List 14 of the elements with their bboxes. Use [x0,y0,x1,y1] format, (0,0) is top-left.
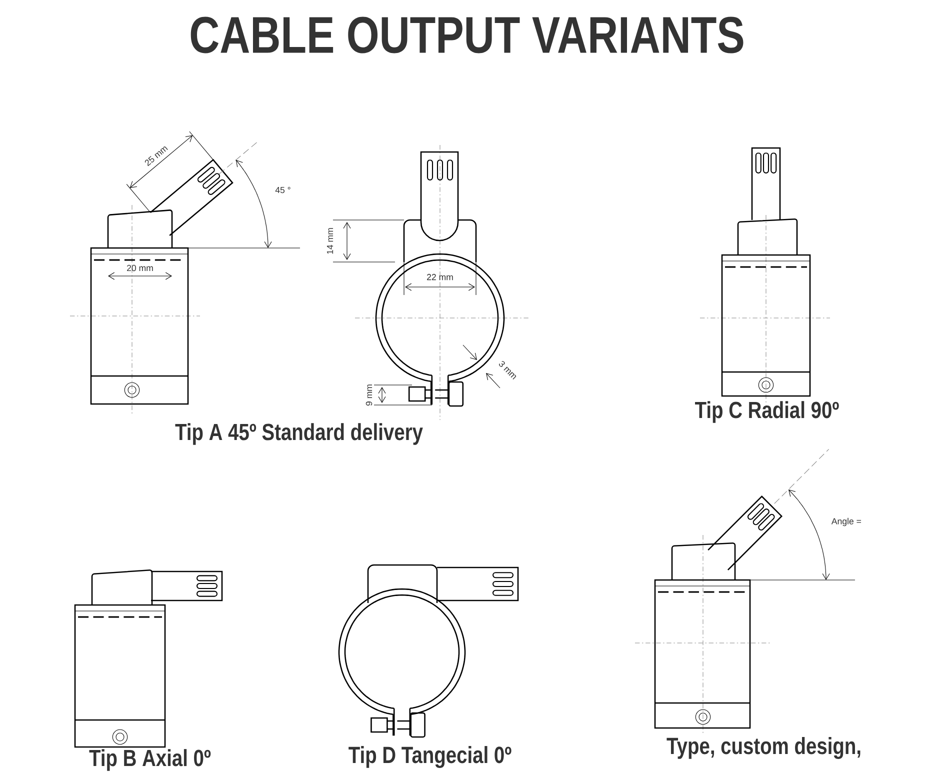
caption: Tip B Axial 0º [89,749,211,771]
dimension-label: 14 mm [326,228,334,254]
dimension-label: 20 mm [127,264,153,272]
dimension-label: Angle = [831,518,862,526]
caption: Tip D Tangecial 0º [348,746,512,768]
dimension-label: 3 mm [499,361,516,380]
dimension-label: 25 mm [144,146,168,166]
dimension-label: 9 mm [366,384,372,406]
title: CABLE OUTPUT VARIANTS [190,16,744,54]
dimension-label: 22 mm [427,274,453,280]
dimension-label: 45 ° [275,186,290,194]
caption: Type, custom design, [666,737,860,759]
caption: Tip A 45º Standard delivery [175,423,423,445]
caption: Tip C Radial 90º [695,401,839,423]
